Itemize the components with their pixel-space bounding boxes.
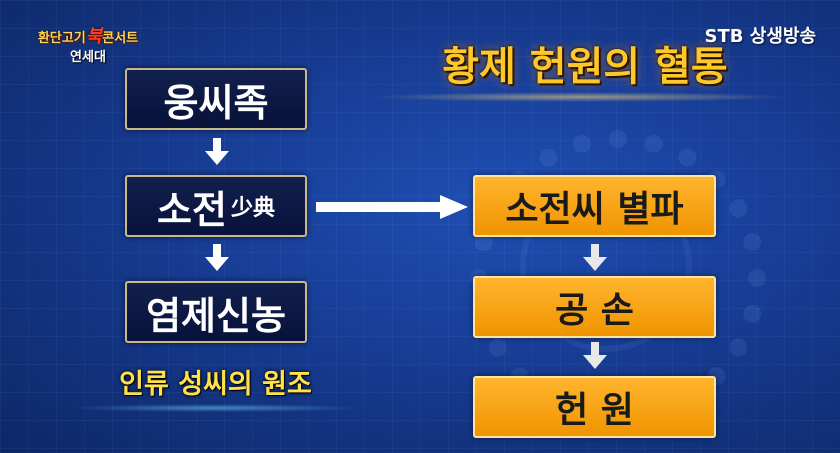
- broadcaster-watermark: STB 상생방송: [704, 26, 816, 47]
- logo-mark: 북: [85, 26, 103, 47]
- arrow-down-icon: [205, 138, 229, 166]
- lineage-node-label: 염제신농: [146, 293, 286, 338]
- branch-node-label: 공 손: [555, 290, 634, 331]
- lineage-node-hanja: 少典: [230, 195, 275, 221]
- branch-node-sojeonssi-byeolpa: 소전씨 별파: [473, 175, 716, 237]
- logo-text-pre: 환단고기: [37, 31, 86, 46]
- title-underline-glow: [370, 92, 790, 102]
- arrow-right-icon: [316, 195, 468, 219]
- lineage-node-ungssijok: 웅씨족: [125, 68, 307, 130]
- lineage-caption: 인류 성씨의 원조: [119, 369, 312, 400]
- slide-title: 황제 헌원의 혈통: [442, 44, 728, 90]
- branch-node-label: 헌 원: [555, 390, 634, 431]
- lineage-node-label: 웅씨족: [163, 80, 269, 125]
- lineage-node-yeomjesinnong: 염제신농: [125, 281, 307, 343]
- program-logo: 환단고기북콘서트 연세대: [18, 22, 158, 65]
- arrow-down-icon: [205, 244, 229, 272]
- caption-glow: [70, 404, 360, 412]
- branch-node-label: 소전씨 별파: [505, 189, 684, 230]
- branch-node-gongson: 공 손: [473, 276, 716, 338]
- program-logo-subtitle: 연세대: [70, 50, 106, 65]
- program-logo-title: 환단고기북콘서트: [18, 22, 158, 48]
- logo-text-post: 콘서트: [102, 31, 139, 46]
- lineage-node-label: 소전: [157, 187, 227, 232]
- arrow-down-icon: [583, 342, 607, 370]
- branch-node-heonwon: 헌 원: [473, 376, 716, 438]
- arrow-down-icon: [583, 244, 607, 272]
